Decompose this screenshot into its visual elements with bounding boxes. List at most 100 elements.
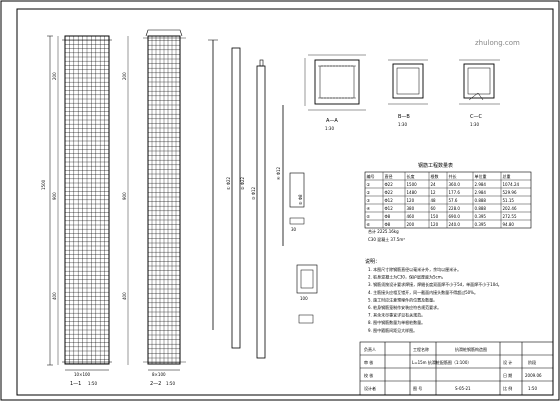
- table-cell: 120: [431, 222, 439, 227]
- tb-r2c3: L=15m 抗滑桩配筋图（1:100）: [412, 359, 471, 365]
- note-line: 8. 图中钢筋数量为单根桩数量。: [368, 319, 425, 325]
- quantity-table: 编号 直径 长度 根数 共长 单位重 总重 ① Φ22 1500 24 360.0 2.984 1074.…: [364, 171, 532, 229]
- rebar-box-dim: 100: [300, 296, 308, 301]
- table-header-cell: 长度: [407, 173, 415, 179]
- section-a: [304, 54, 366, 111]
- tb-r3c5: 日 期: [503, 372, 512, 378]
- table-header-cell: 总重: [503, 173, 511, 179]
- table-cell: 57.6: [449, 198, 458, 203]
- table-footer-1: 合计 2225.16kg: [368, 228, 399, 234]
- dim-bottom-mid: 8×100: [152, 372, 166, 377]
- note-line: 2. 桩身混凝土为C30，保护层厚度为5cm。: [368, 274, 446, 280]
- table-cell: 200: [407, 222, 415, 227]
- inner-frame: [16, 8, 554, 396]
- tb-r4c6: 1:50: [528, 386, 537, 391]
- table-cell: 460: [407, 214, 415, 219]
- section-a-scale: 1:30: [325, 126, 334, 131]
- rebar-label-1: ① Φ22: [226, 176, 231, 190]
- tb-r4c5: 比 例: [503, 385, 512, 391]
- tb-r1c1: 负责人: [364, 346, 376, 352]
- table-cell: 360.0: [449, 182, 461, 187]
- table-cell: 0.395: [475, 214, 487, 219]
- table-cell: 2.984: [475, 190, 487, 195]
- table-cell: ⑤: [367, 214, 371, 219]
- tb-r3c6: 2009.06: [525, 373, 542, 378]
- tb-r4c1: 设计者: [364, 385, 376, 391]
- pile-elevation-left: 1500 200 900 400 10×100 1—1 1:50: [41, 35, 112, 387]
- rebar-label-4: ④ Φ12: [276, 166, 281, 180]
- table-cell: 12: [431, 190, 437, 195]
- dim-bottom-left: 10×100: [74, 372, 91, 377]
- table-cell: Φ22: [385, 190, 394, 195]
- table-header-cell: 编号: [367, 173, 375, 179]
- table-cell: 1480: [407, 190, 418, 195]
- pile-elevation-mid: 200 900 400 8×100 2—2 1:50: [122, 29, 186, 387]
- title-block: [359, 341, 554, 396]
- table-title: 钢筋工程数量表: [418, 162, 453, 169]
- notes-title: 说明：: [365, 258, 380, 265]
- table-cell: 60: [431, 206, 437, 211]
- rebar-label-2: ② Φ22: [240, 176, 245, 190]
- section-left-label: 1—1: [70, 381, 81, 387]
- table-header-cell: 根数: [431, 173, 439, 179]
- tb-r2c1: 审 核: [364, 359, 373, 365]
- tb-r1c4: 抗滑桩钢筋构造图: [455, 346, 487, 352]
- table-cell: ⑥: [367, 222, 371, 227]
- watermark: zhulong.com: [475, 39, 520, 47]
- table-cell: ③: [367, 198, 371, 203]
- table-cell: 228.0: [449, 206, 461, 211]
- table-cell: 202.46: [503, 206, 517, 211]
- section-b-scale: 1:30: [398, 122, 407, 127]
- dim-mid-top: 200: [122, 72, 127, 80]
- dim-left-bot: 400: [52, 292, 57, 300]
- section-c: [459, 59, 500, 105]
- rebar-label-5: ⑤ Φ8: [298, 194, 303, 205]
- table-cell: 240.0: [449, 222, 461, 227]
- table-cell: ④: [367, 206, 371, 211]
- tb-r3c1: 校 核: [364, 372, 373, 378]
- table-cell: 2.984: [475, 182, 487, 187]
- table-cell: 150: [431, 214, 439, 219]
- section-b: [388, 59, 428, 105]
- table-header-cell: 共长: [449, 173, 457, 179]
- table-cell: Φ22: [385, 182, 394, 187]
- table-cell: 24: [431, 182, 437, 187]
- rebar-details: [208, 39, 318, 359]
- table-cell: ②: [367, 190, 371, 195]
- table-header-cell: 直径: [385, 173, 393, 179]
- note-line: 1. 本图尺寸除钢筋直径以毫米计外，余均以厘米计。: [368, 266, 461, 272]
- table-cell: 0.395: [475, 222, 487, 227]
- table-cell: 94.80: [503, 222, 515, 227]
- section-a-label: A—A: [326, 118, 338, 124]
- table-cell: 51.15: [503, 198, 515, 203]
- tb-r1c3: 工程名称: [413, 346, 429, 352]
- tb-r2c5: 设 计: [503, 359, 512, 365]
- table-header-cell: 单位重: [475, 173, 487, 179]
- section-left-scale: 1:50: [88, 381, 97, 386]
- section-mid-label: 2—2: [150, 381, 161, 387]
- table-footer-2: C30 混凝土 37.5m³: [368, 236, 405, 242]
- dim-left-top: 200: [52, 72, 57, 80]
- rebar-label-3: ③ Φ12: [251, 186, 256, 200]
- section-c-scale: 1:30: [470, 122, 479, 127]
- table-cell: Φ8: [385, 214, 391, 219]
- table-cell: 1074.24: [503, 182, 520, 187]
- dim-mid-mid: 900: [122, 192, 127, 200]
- table-cell: 1500: [407, 182, 418, 187]
- dim-left-mid: 900: [52, 192, 57, 200]
- table-cell: 0.888: [475, 206, 487, 211]
- table-cell: 690.0: [449, 214, 461, 219]
- tb-r2c6: 阶段: [528, 359, 536, 365]
- small-box-dim: 30: [291, 227, 297, 232]
- section-c-label: C—C: [470, 114, 482, 120]
- table-cell: Φ12: [385, 206, 394, 211]
- tb-r4c4: S-05-21: [455, 386, 471, 391]
- table-cell: Φ12: [385, 198, 394, 203]
- table-cell: ①: [367, 182, 371, 187]
- tb-r4c3: 图 号: [413, 385, 422, 391]
- section-mid-scale: 1:50: [166, 381, 175, 386]
- note-line: 3. 钢筋须按设计要求焊接，焊缝长度双面焊不小于5d，单面焊不小于10d。: [368, 281, 502, 287]
- table-cell: 48: [431, 198, 437, 203]
